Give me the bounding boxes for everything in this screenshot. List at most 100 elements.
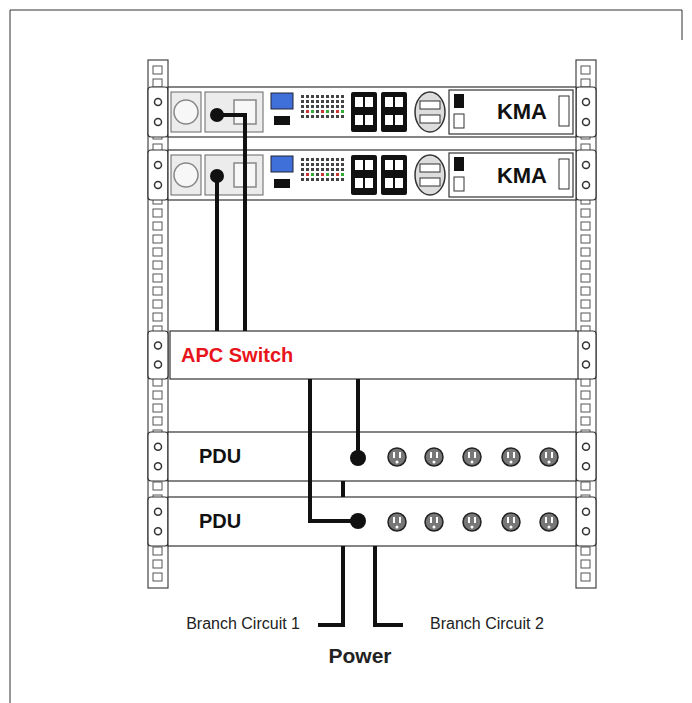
vent-hole <box>301 115 304 118</box>
vent-hole <box>301 105 304 108</box>
frame-line <box>10 10 682 11</box>
rail-hole <box>581 261 590 269</box>
rack-rail <box>148 60 168 588</box>
port-slot <box>365 160 373 170</box>
port-slot <box>395 115 403 125</box>
vent-hole <box>311 158 314 161</box>
rail-hole <box>581 66 590 74</box>
outlet-slot <box>393 452 395 458</box>
unit-body <box>168 432 576 481</box>
outlet-slot <box>436 452 438 458</box>
pdu-strip: PDU <box>168 432 576 481</box>
panel-button <box>454 94 464 108</box>
outlet-slot <box>399 452 401 458</box>
chassis-body <box>168 87 576 137</box>
vent-hole <box>316 158 319 161</box>
power-outlet <box>502 448 520 466</box>
rail-hole <box>153 391 162 399</box>
front-panel <box>449 90 573 134</box>
vent-hole <box>341 163 344 166</box>
chassis-body <box>168 150 576 200</box>
mount-screw <box>583 528 590 535</box>
server-chassis <box>168 150 576 200</box>
node-label: KMA <box>497 163 547 189</box>
node-label: PDU <box>199 445 241 468</box>
vent-hole <box>306 178 309 181</box>
outlet-slot <box>393 517 395 523</box>
vent-hole <box>311 163 314 166</box>
port-slot <box>420 115 440 123</box>
outlet-ground <box>548 461 551 464</box>
vent-hole <box>306 168 309 171</box>
power-outlet <box>540 513 558 531</box>
unit-body <box>168 497 576 546</box>
rail-hole <box>153 79 162 87</box>
vent-hole <box>331 158 334 161</box>
power-wire <box>318 546 343 625</box>
rail-hole <box>153 261 162 269</box>
mount-screw <box>155 342 162 349</box>
video-port <box>415 92 445 132</box>
port-slot <box>365 178 373 188</box>
port-slot <box>355 160 363 170</box>
rail-hole <box>153 560 162 568</box>
vent-hole <box>331 115 334 118</box>
vent-hole <box>341 168 344 171</box>
vent-hole <box>306 110 309 113</box>
vent-hole <box>316 173 319 176</box>
outlet-slot <box>430 452 432 458</box>
mount-screw <box>155 508 162 515</box>
power-outlet <box>425 513 443 531</box>
mount-screw <box>583 463 590 470</box>
vent-hole <box>316 95 319 98</box>
mount-screw <box>155 528 162 535</box>
vent-hole <box>321 105 324 108</box>
mount-screw <box>583 119 590 126</box>
vent-hole <box>326 158 329 161</box>
vent-hole <box>311 100 314 103</box>
mount-ear <box>576 497 596 546</box>
vent-hole <box>336 110 339 113</box>
power-supply <box>171 92 201 132</box>
vent-hole <box>336 105 339 108</box>
vent-hole <box>336 178 339 181</box>
vent-hole <box>326 173 329 176</box>
vent-hole <box>331 110 334 113</box>
panel-handle <box>559 96 569 126</box>
port-slot <box>385 97 393 107</box>
node-label: PDU <box>199 510 241 533</box>
vent-hole <box>326 110 329 113</box>
outlet-ground <box>510 461 513 464</box>
vent-hole <box>306 173 309 176</box>
panel-button <box>454 177 464 191</box>
network-port <box>351 92 377 132</box>
vent-hole <box>321 110 324 113</box>
rail-hole <box>581 79 590 87</box>
mount-ear <box>576 331 596 379</box>
mount-screw <box>155 182 162 189</box>
outlet-ground <box>471 526 474 529</box>
outlet-ground <box>396 461 399 464</box>
vent-hole <box>331 105 334 108</box>
port-slot <box>355 178 363 188</box>
vent-hole <box>311 95 314 98</box>
vent-hole <box>321 178 324 181</box>
outlet-slot <box>399 517 401 523</box>
vent-hole <box>311 168 314 171</box>
rail-hole <box>153 66 162 74</box>
outlet-slot <box>545 452 547 458</box>
kma-server: KMA <box>168 87 576 137</box>
vent-hole <box>301 163 304 166</box>
vent-hole <box>301 158 304 161</box>
power-cord <box>310 379 358 521</box>
vent-hole <box>326 115 329 118</box>
plug-dot <box>210 169 224 183</box>
vent-hole <box>336 168 339 171</box>
vent-hole <box>336 163 339 166</box>
rail-hole <box>153 235 162 243</box>
vent-hole <box>301 100 304 103</box>
vent-hole <box>301 168 304 171</box>
vent-hole <box>341 105 344 108</box>
rail-hole <box>581 222 590 230</box>
